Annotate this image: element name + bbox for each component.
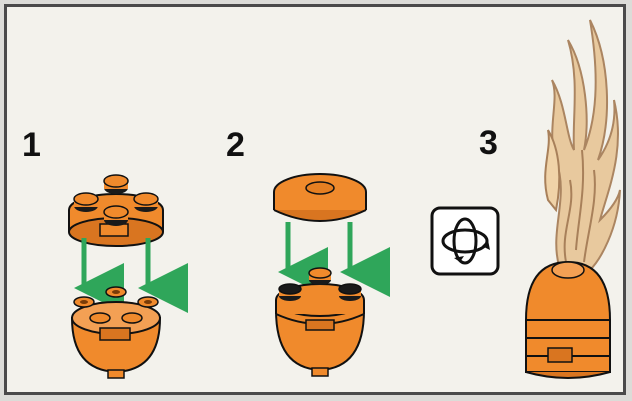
step3-completed-dome [526,262,610,378]
stud [74,193,98,212]
step2-assembled-dome-with-studs [276,268,364,376]
step2-arrows [288,222,350,272]
step1-dome-base-with-pins [72,287,160,378]
step2-round-tile [274,174,366,221]
stud [104,175,128,194]
step3-flame-piece [545,20,620,270]
rotate-model-icon [430,206,500,276]
stud [104,206,128,226]
stud [134,193,158,212]
step1-round-plate-with-studs [69,175,163,246]
